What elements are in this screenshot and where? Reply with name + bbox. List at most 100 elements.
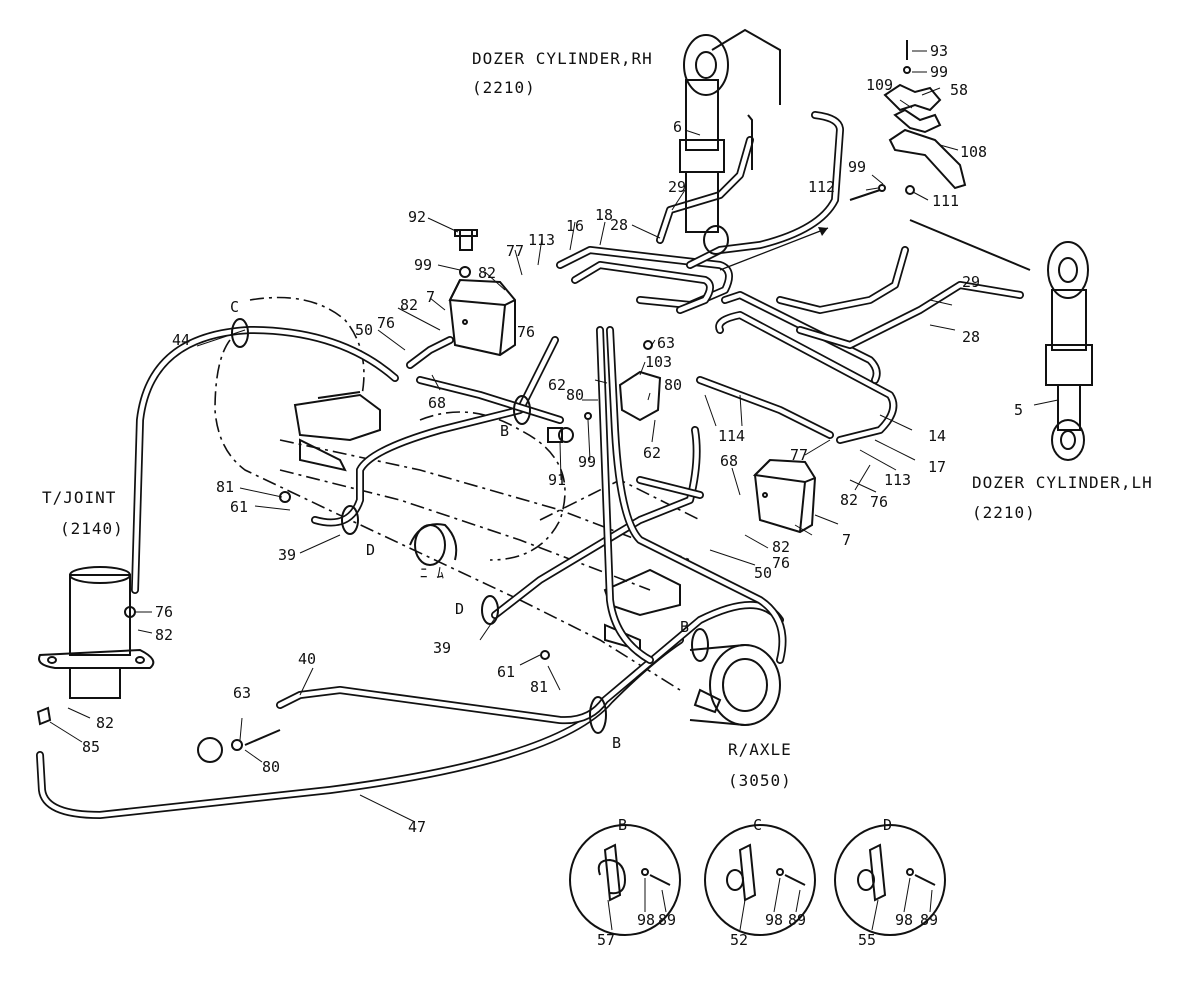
callout-82: 82 (840, 491, 858, 509)
assembly-titles: DOZER CYLINDER,RH (2210) DOZER CYLINDER,… (42, 49, 1153, 790)
callout-76: 76 (772, 554, 790, 572)
callout-6: 6 (673, 118, 682, 136)
leader-lines (49, 50, 1059, 931)
dozer-rh-code: (2210) (472, 78, 536, 97)
detail-d (834, 824, 946, 936)
arrow-head (818, 227, 828, 236)
detail-b-part-98: 98 (637, 911, 655, 929)
clamp-letter-b-lower: B (612, 734, 621, 752)
callout-16: 16 (566, 217, 584, 235)
valve-block-lower (752, 458, 817, 534)
callout-80: 80 (664, 376, 682, 394)
callout-28: 28 (962, 328, 980, 346)
clamp-d-ring-upper (341, 505, 359, 535)
clamp-letter-d-lower: D (455, 600, 464, 618)
callout-7: 7 (842, 531, 851, 549)
callout-82: 82 (478, 264, 496, 282)
callout-44: 44 (172, 331, 190, 349)
clamp-letter-d-upper: D (366, 541, 375, 559)
dozer-rh-title: DOZER CYLINDER,RH (472, 49, 653, 68)
callout-109: 109 (866, 76, 893, 94)
callout-76: 76 (870, 493, 888, 511)
callout-29: 29 (962, 273, 980, 291)
detail-c-part-98: 98 (765, 911, 783, 929)
callout-85: 85 (82, 738, 100, 756)
callout-103: 103 (645, 353, 672, 371)
callout-114: 114 (718, 427, 745, 445)
callout-18: 18 (595, 206, 613, 224)
callout-113: 113 (884, 471, 911, 489)
callout-93: 93 (930, 42, 948, 60)
callout-81: 81 (530, 678, 548, 696)
direction-arrow (719, 227, 829, 271)
callout-99: 99 (578, 453, 596, 471)
r-axle-code: (3050) (728, 771, 792, 790)
fittings (36, 40, 915, 763)
detail-b-letter: B (618, 816, 627, 834)
callout-7: 7 (426, 288, 435, 306)
callout-77: 77 (506, 242, 524, 260)
detail-d-part-89: 89 (920, 911, 938, 929)
part-callouts: 93 99 109 58 108 99 112 111 6 29 28 18 1… (82, 42, 1023, 836)
callout-50: 50 (355, 321, 373, 339)
callout-62: 62 (643, 444, 661, 462)
dozer-cylinder-rh (679, 28, 781, 255)
t-joint-code: (2140) (60, 519, 124, 538)
clamp-c-ring (231, 318, 249, 348)
clamp-b-ring-axle (691, 628, 709, 662)
callout-47: 47 (408, 818, 426, 836)
callout-76: 76 (517, 323, 535, 341)
callout-76: 76 (377, 314, 395, 332)
callout-61: 61 (230, 498, 248, 516)
callout-39: 39 (278, 546, 296, 564)
detail-c-part-89: 89 (788, 911, 806, 929)
callout-111: 111 (932, 192, 959, 210)
callout-108: 108 (960, 143, 987, 161)
valve-block-103 (618, 370, 662, 422)
r-axle-title: R/AXLE (728, 740, 792, 759)
detail-b (569, 824, 681, 936)
callout-68: 68 (428, 394, 446, 412)
callout-82: 82 (96, 714, 114, 732)
callout-80: 80 (262, 758, 280, 776)
clamp-b-ring-upper (513, 395, 531, 425)
dozer-cylinder-lh (909, 219, 1093, 461)
clamp-rings (231, 318, 709, 734)
callout-99: 99 (848, 158, 866, 176)
pipes (36, 111, 1024, 819)
detail-c-part-52: 52 (730, 931, 748, 949)
dozer-lh-code: (2210) (972, 503, 1036, 522)
callout-77: 77 (790, 446, 808, 464)
callout-61: 61 (497, 663, 515, 681)
callout-62: 62 (548, 376, 566, 394)
callout-80: 80 (566, 386, 584, 404)
callout-5: 5 (1014, 401, 1023, 419)
clamp-letter-b-axle: B (680, 618, 689, 636)
detail-c (704, 824, 816, 936)
clamp-d-ring-lower (481, 595, 499, 625)
clamp-letter-c: C (230, 298, 239, 316)
t-joint-title: T/JOINT (42, 488, 116, 507)
bracket-108 (883, 83, 967, 190)
valve-block-upper (448, 278, 516, 357)
detail-labels: B 57 98 89 C 52 98 89 D 55 98 89 (597, 816, 938, 949)
callout-39: 39 (433, 639, 451, 657)
callout-82: 82 (772, 538, 790, 556)
callout-28: 28 (610, 216, 628, 234)
callout-112: 112 (808, 178, 835, 196)
callout-68: 68 (720, 452, 738, 470)
callout-99: 99 (414, 256, 432, 274)
clamp-b-ring-lower (589, 696, 607, 734)
callout-81: 81 (216, 478, 234, 496)
callout-40: 40 (298, 650, 316, 668)
callout-17: 17 (928, 458, 946, 476)
dozer-lh-title: DOZER CYLINDER,LH (972, 473, 1153, 492)
callout-91: 91 (548, 471, 566, 489)
detail-b-part-57: 57 (597, 931, 615, 949)
detail-c-letter: C (753, 816, 762, 834)
callout-58: 58 (950, 81, 968, 99)
callout-92: 92 (408, 208, 426, 226)
clamp-letters: C D D B B B (230, 298, 689, 752)
